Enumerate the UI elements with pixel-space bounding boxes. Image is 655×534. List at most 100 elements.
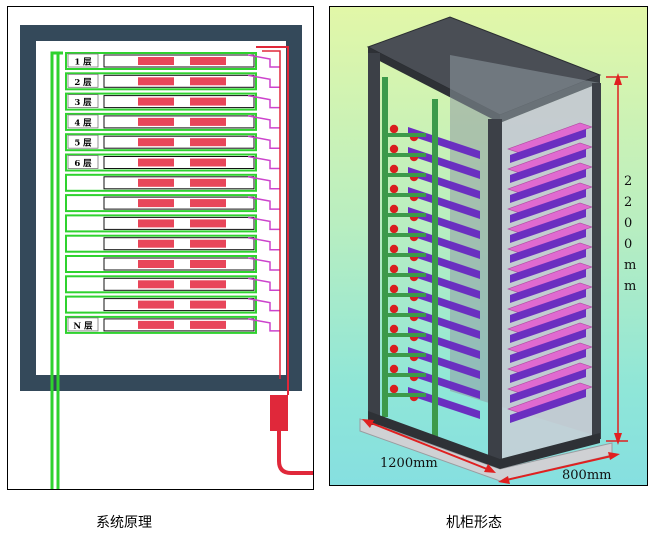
branch-pipe [247, 74, 280, 89]
tray-frame [103, 95, 255, 109]
server-tray [386, 182, 593, 223]
tray-frame [103, 74, 255, 88]
depth-arrow-left [498, 476, 510, 484]
layer-label-box [67, 155, 99, 169]
tray-frame [103, 216, 255, 230]
server-tray [386, 362, 593, 403]
server-block [190, 260, 226, 268]
server-block [138, 57, 174, 65]
green-return-pipe [50, 51, 63, 489]
hose-connector [386, 313, 426, 317]
branch-pipe [247, 216, 280, 231]
side-server-unit [510, 229, 586, 263]
server-tray [386, 262, 593, 303]
green-rail-left [382, 77, 388, 417]
hose-connector [386, 273, 426, 277]
hose-connector [386, 133, 426, 137]
server-tray [386, 202, 593, 243]
tray-pipe [65, 295, 257, 314]
branch-pipe [247, 257, 280, 271]
server-block [190, 77, 226, 86]
hose-connector [386, 373, 426, 377]
server-block [190, 239, 226, 248]
server-block [138, 117, 174, 126]
green-rail-mid [432, 99, 438, 439]
hose-connector [386, 353, 426, 357]
tray-pipe [65, 234, 257, 253]
server-tray [386, 282, 593, 323]
branch-pipe [247, 54, 280, 68]
width-arrow-left [362, 419, 374, 428]
valve [389, 244, 399, 254]
left-caption: 系统原理 [96, 515, 152, 531]
tray-pipe [65, 52, 257, 70]
height-arrow-top [614, 73, 622, 85]
tray-row [65, 255, 280, 273]
server-block [138, 97, 174, 106]
server-block [138, 320, 174, 329]
server-block [138, 178, 174, 187]
valve [389, 324, 399, 334]
server-tray [386, 242, 593, 283]
tray-frame [103, 277, 255, 291]
tray-pipe [65, 72, 257, 91]
server-block [138, 239, 174, 248]
server-block [138, 158, 174, 167]
tray-row: 5 层 [65, 133, 280, 152]
height-dimension-char: 2 [624, 174, 632, 189]
branch-pipe [247, 115, 280, 129]
red-manifold [256, 46, 289, 395]
width-arrow-right [484, 464, 496, 473]
branch-pipe [247, 155, 280, 170]
tray-row [65, 194, 280, 213]
side-server-unit [510, 269, 586, 303]
server-block [190, 97, 226, 106]
branch-pipe [247, 94, 280, 109]
layer-label: 2 层 [74, 78, 92, 88]
layer-label: 4 层 [74, 118, 92, 128]
side-server-unit [510, 309, 586, 343]
layer-label-box [67, 94, 99, 108]
layer-label: N 层 [73, 321, 93, 331]
server-block [190, 219, 226, 228]
rear-right-post [592, 83, 601, 439]
server-block [138, 199, 174, 208]
tray-row: 2 层 [65, 72, 280, 91]
tray-pipe [65, 133, 257, 152]
server-block [190, 158, 226, 167]
tray-row: 4 层 [65, 112, 280, 131]
layer-label-box [67, 114, 99, 129]
hose-connector [386, 333, 426, 337]
tray-row: 6 层 [65, 153, 280, 172]
tray-frame [103, 298, 255, 312]
tray-pipe [65, 173, 257, 192]
hose-connector [386, 193, 426, 197]
front-right-post [488, 119, 502, 463]
hose-connector [386, 253, 426, 257]
height-arrow-bottom [614, 433, 622, 445]
valve [389, 184, 399, 194]
server-block [138, 280, 174, 289]
server-block [190, 138, 226, 147]
tray-row [65, 295, 280, 314]
side-server-unit [510, 349, 586, 383]
front-left-post [368, 53, 380, 425]
server-block [138, 260, 174, 268]
server-block [138, 300, 174, 309]
outlet-pipe [277, 431, 313, 475]
side-server-unit [510, 209, 586, 243]
hose-connector [386, 393, 426, 397]
tray-row [65, 214, 280, 233]
tray-row: 3 层 [65, 92, 280, 111]
cabinet-base-front [368, 411, 500, 469]
depth-arrow-right [608, 452, 620, 460]
tray-pipe [65, 214, 257, 233]
cabinet-base-side [500, 433, 600, 469]
height-dimension-char: 2 [624, 195, 632, 210]
server-tray [386, 342, 593, 383]
branch-pipe [247, 318, 280, 332]
layer-label: 3 层 [74, 98, 92, 108]
hose-connector [386, 233, 426, 237]
branch-pipe [247, 135, 280, 149]
